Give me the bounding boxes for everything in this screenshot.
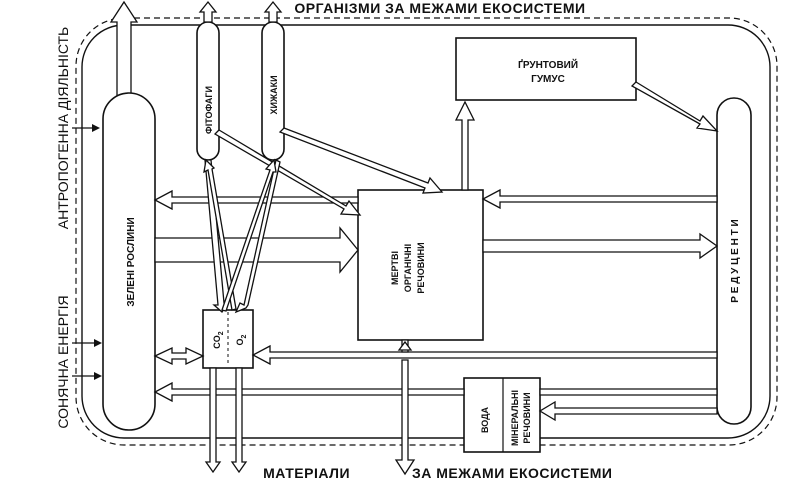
- predators-gas-arrow: [234, 159, 281, 314]
- dead-organic-label-1: МЕРТВІ: [390, 251, 400, 285]
- soil-humus-label-line1: ҐРУНТОВИЙ: [518, 58, 578, 71]
- dead-to-plants-arrow: [153, 189, 359, 211]
- water-minerals-node: [463, 377, 541, 453]
- gas-to-predators-arrow: [221, 158, 277, 312]
- minerals-label-1: МІНЕРАЛЬНІ: [510, 390, 520, 446]
- label-anthropogenic: АНТРОПОГЕННА ДІЯЛЬНІСТЬ: [55, 27, 71, 229]
- minerals-to-plants-arrow: [153, 381, 465, 403]
- ecosystem-boundary-solid: [81, 24, 771, 439]
- dead-organic-matter-node: [357, 189, 484, 341]
- ecosystem-boundary-dashed: [75, 17, 778, 446]
- soil-humus-node: [455, 37, 637, 101]
- label-outside-ecosystem-bottom: ЗА МЕЖАМИ ЕКОСИСТЕМИ: [412, 465, 612, 481]
- humus-to-reducers-arrow: [630, 81, 719, 132]
- dead-organic-label-2: ОРГАНІЧНІ: [403, 244, 413, 292]
- predators-label: ХИЖАКИ: [269, 75, 279, 114]
- label-organisms-outside: ОРГАНІЗМИ ЗА МЕЖАМИ ЕКОСИСТЕМИ: [294, 0, 585, 16]
- reducers-to-plants-arrow: [539, 388, 718, 396]
- solar-arrowhead-1: [94, 339, 102, 347]
- reducers-to-minerals-arrow: [538, 400, 718, 422]
- minerals-label-2: РЕЧОВИНИ: [522, 392, 532, 443]
- soil-humus-label-line2: ГУМУС: [531, 74, 565, 85]
- reducers-to-dead-arrow: [481, 188, 718, 210]
- dead-to-reducers-arrow: [482, 232, 719, 260]
- label-solar-energy: СОНЯЧНА ЕНЕРГІЯ: [55, 295, 71, 428]
- gas-plants-exchange-arrow: [153, 346, 205, 366]
- materials-export-arrow: [394, 359, 416, 476]
- green-plants-label: ЗЕЛЕНІ РОСЛИНИ: [126, 217, 137, 306]
- plants-export-arrow: [109, 0, 139, 101]
- phytophages-export-arrow: [198, 0, 218, 23]
- label-materials: МАТЕРІАЛИ: [263, 465, 350, 481]
- co2-label: CO2: [212, 331, 225, 349]
- phytophages-label: ФІТОФАГИ: [204, 86, 214, 134]
- reducers-node: [716, 97, 752, 425]
- reducers-to-gas-arrow: [251, 344, 718, 366]
- phytophages-to-dead-arrow: [213, 129, 362, 216]
- dead-to-humus-arrow: [454, 100, 476, 191]
- dead-organic-label-3: РЕЧОВИНИ: [416, 242, 426, 293]
- phytophages-gas-arrow: [204, 159, 230, 313]
- predators-to-dead-arrow: [278, 127, 444, 194]
- water-label: ВОДА: [480, 406, 490, 433]
- reducers-label: Р Е Д У Ц Е Н Т И: [730, 219, 741, 302]
- co2-export-arrow: [204, 367, 222, 474]
- small-up-arrowhead: [397, 340, 413, 351]
- o2-label: O2: [235, 334, 248, 345]
- solar-arrowhead-2: [94, 372, 102, 380]
- predators-export-arrow: [263, 0, 283, 23]
- o2-export-arrow: [230, 367, 248, 474]
- anthropogenic-arrowhead: [92, 124, 100, 132]
